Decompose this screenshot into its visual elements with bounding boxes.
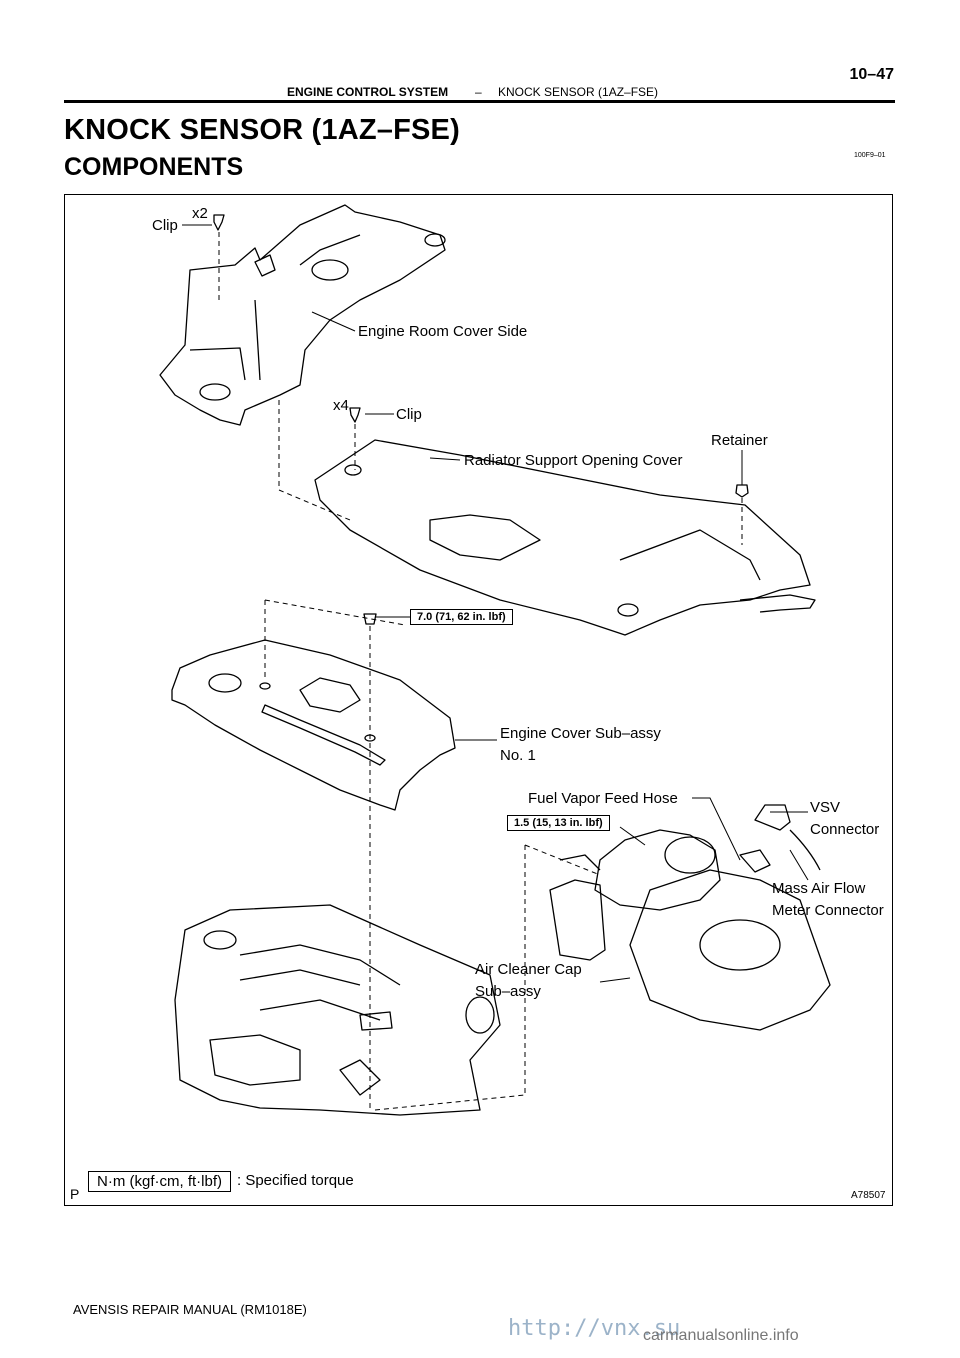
torque-air-cleaner: 1.5 (15, 13 in. lbf) [507, 815, 610, 831]
retainer-part [735, 484, 749, 498]
clip-top-part [213, 214, 225, 231]
label-engine-room-cover-side: Engine Room Cover Side [358, 323, 528, 340]
radiator-support-opening-cover-part [314, 439, 816, 636]
figure-frame [64, 194, 893, 1206]
air-cleaner-part [549, 804, 831, 1031]
footer-manual-name: AVENSIS REPAIR MANUAL (RM1018E) [73, 1302, 307, 1317]
label-engine-cover-line2: No. 1 [500, 747, 536, 764]
label-clip-top: Clip [152, 217, 178, 234]
legend-text: : Specified torque [237, 1172, 354, 1189]
label-x4: x4 [333, 397, 349, 414]
label-maf-line2: Meter Connector [772, 902, 884, 919]
watermark-right[interactable]: carmanualsonline.info [643, 1327, 799, 1344]
clip-mid-part [349, 407, 361, 423]
figure-id: A78507 [851, 1190, 886, 1201]
label-vsv-line2: Connector [810, 821, 880, 838]
label-maf-line1: Mass Air Flow [772, 880, 866, 897]
header-subsection: KNOCK SENSOR (1AZ–FSE) [498, 85, 659, 99]
figure-p-mark: P [70, 1186, 80, 1202]
label-fuel-vapor-feed-hose: Fuel Vapor Feed Hose [528, 790, 678, 807]
engine-cover-part [171, 639, 456, 811]
label-radiator-support-opening-cover: Radiator Support Opening Cover [464, 452, 683, 469]
torque-engine-cover: 7.0 (71, 62 in. lbf) [410, 609, 513, 625]
label-engine-cover-line1: Engine Cover Sub–assy [500, 725, 661, 742]
engine-part [174, 904, 501, 1116]
label-clip-mid: Clip [396, 406, 422, 423]
document-code: 100F9–01 [854, 152, 886, 159]
page-number: 10–47 [849, 66, 895, 83]
label-retainer: Retainer [711, 432, 768, 449]
legend-unit-box: N·m (kgf·cm, ft·lbf) [88, 1171, 231, 1192]
label-x2: x2 [192, 205, 208, 222]
engine-cover-bolt-part [363, 613, 377, 625]
page-subtitle: COMPONENTS [64, 153, 244, 181]
header-section: ENGINE CONTROL SYSTEM [287, 85, 449, 99]
header-dash: – [475, 85, 482, 99]
header-rule [64, 100, 895, 103]
label-air-cleaner-line2: Sub–assy [475, 983, 541, 1000]
label-vsv-line1: VSV [810, 799, 841, 816]
engine-room-cover-side-part [159, 204, 446, 426]
page-title: KNOCK SENSOR (1AZ–FSE) [64, 114, 460, 146]
watermark-left[interactable]: http://vnx.su [508, 1316, 681, 1341]
label-air-cleaner-line1: Air Cleaner Cap [475, 961, 582, 978]
